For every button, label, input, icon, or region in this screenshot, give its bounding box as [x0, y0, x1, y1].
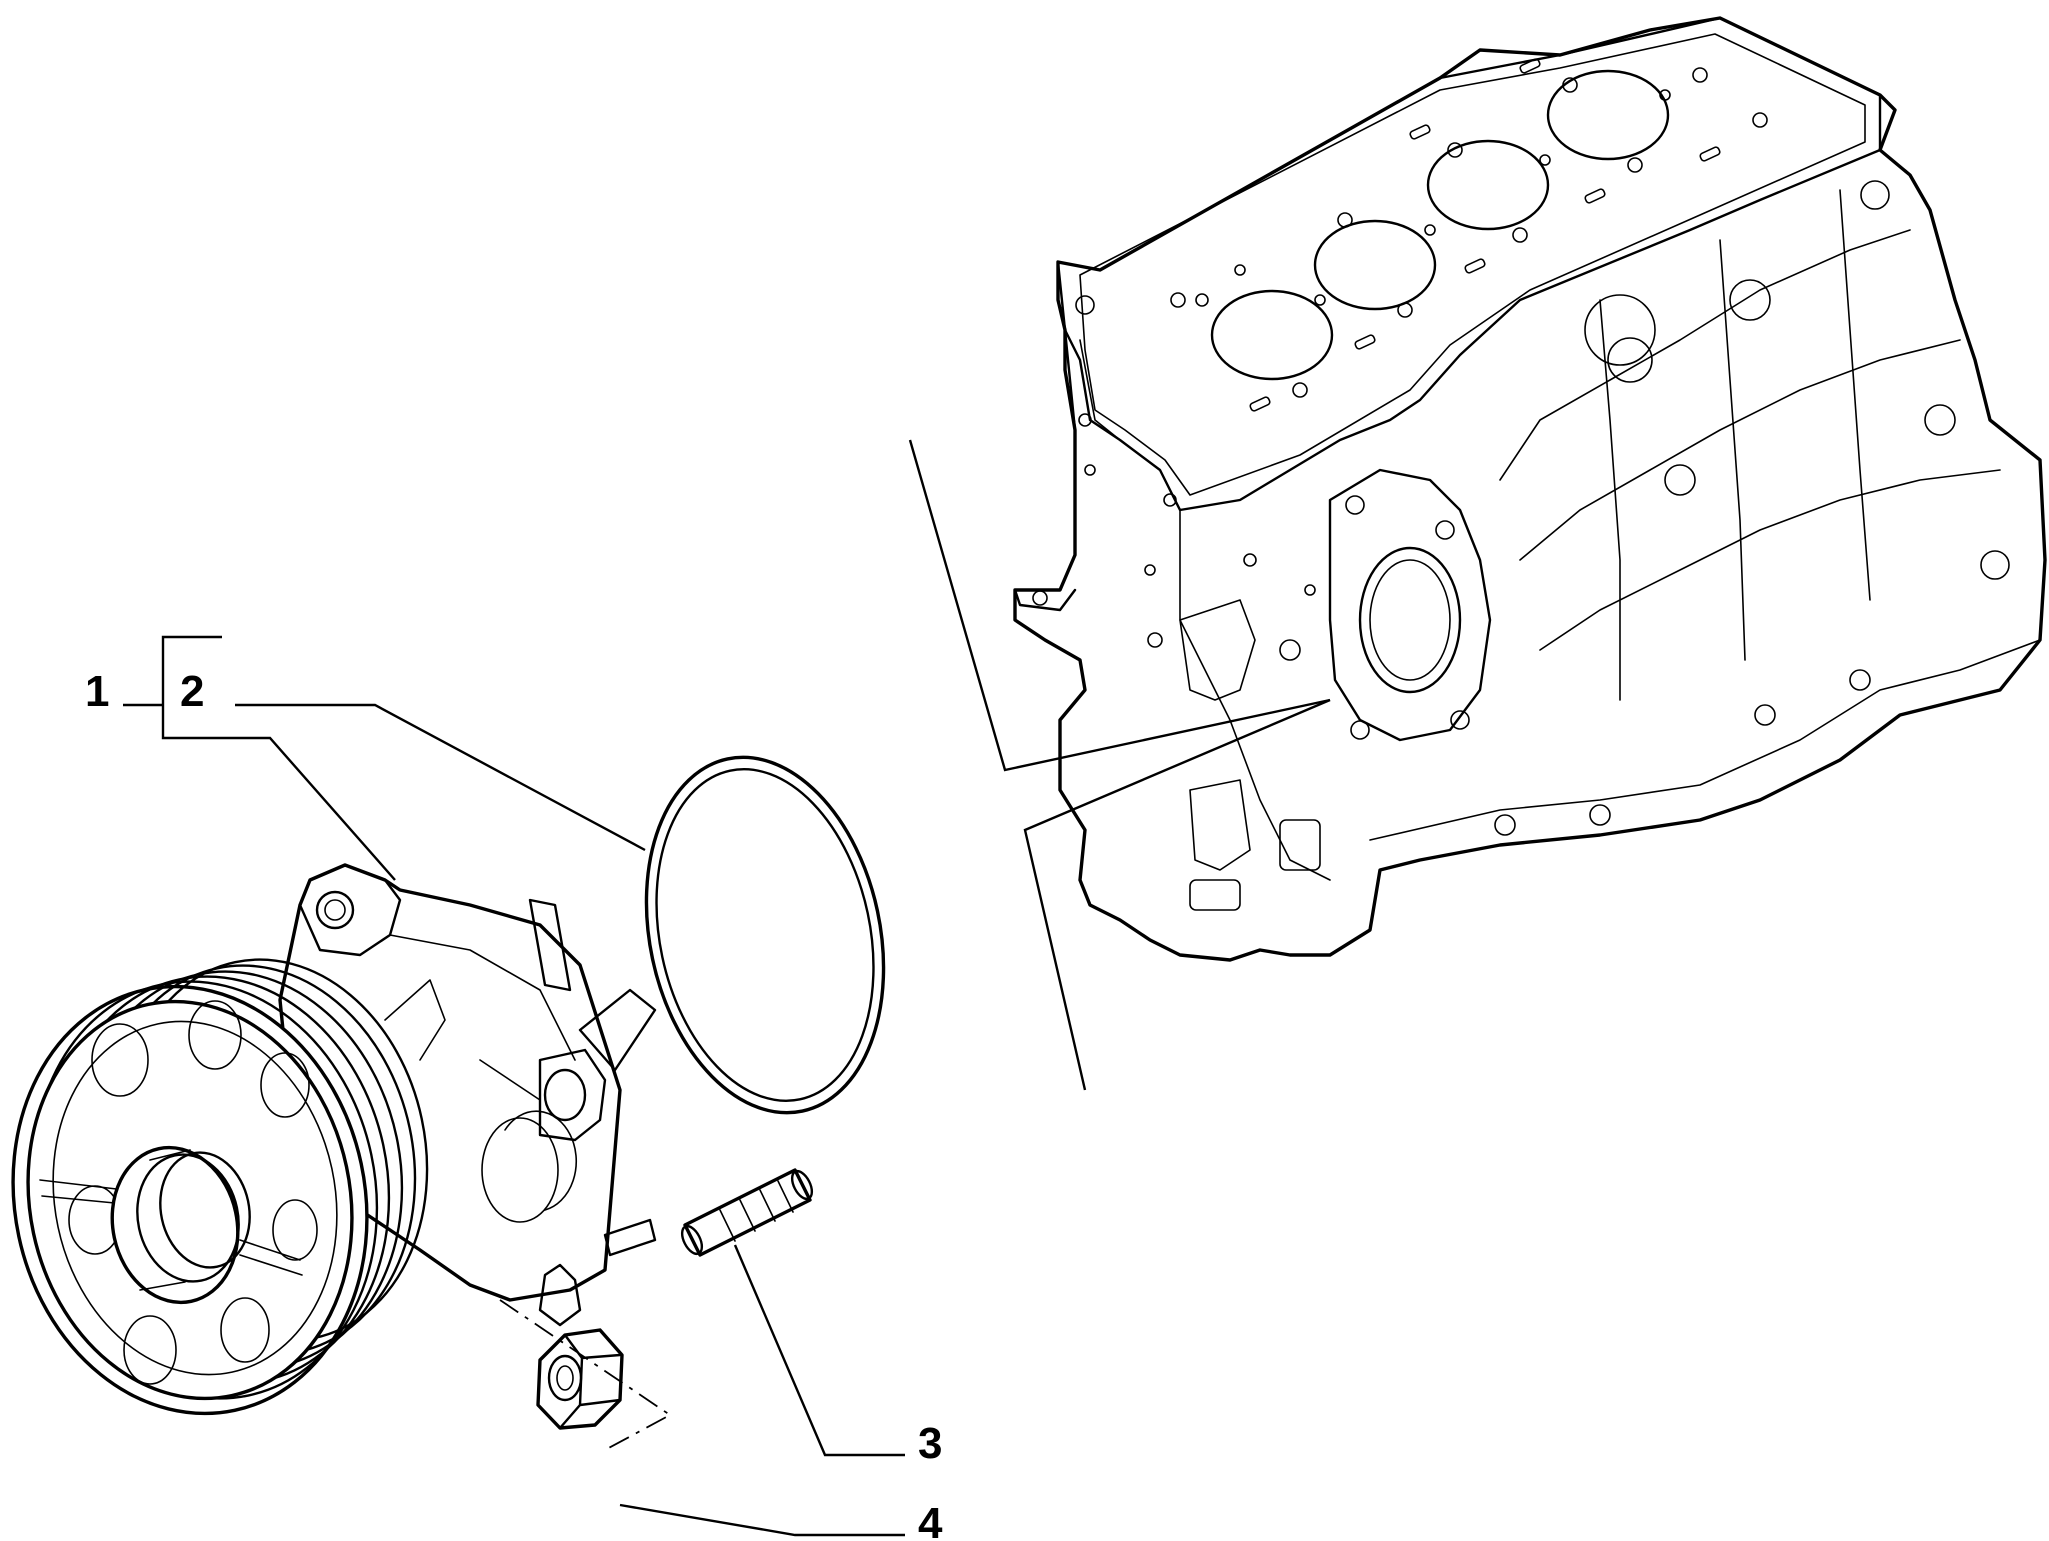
engine-block [1013, 16, 2047, 962]
leader-2 [235, 703, 646, 852]
group-bracket [161, 635, 396, 881]
guide-line-lower [1023, 698, 1331, 1091]
callout-3: 3 [918, 1419, 942, 1468]
water-pump [11, 863, 657, 1416]
callout-4: 4 [918, 1499, 943, 1541]
stud [680, 1168, 814, 1257]
callout-1: 1 [85, 667, 109, 716]
block-guide-lines [908, 439, 1331, 1091]
callout-2: 2 [180, 667, 204, 716]
callout-leaders [123, 635, 905, 1537]
assembly-centerline [499, 1299, 672, 1451]
gasket [644, 755, 886, 1115]
nut [536, 1328, 624, 1430]
guide-line-upper [908, 439, 1331, 772]
leader-4 [619, 1503, 905, 1537]
leader-3 [733, 1244, 905, 1457]
